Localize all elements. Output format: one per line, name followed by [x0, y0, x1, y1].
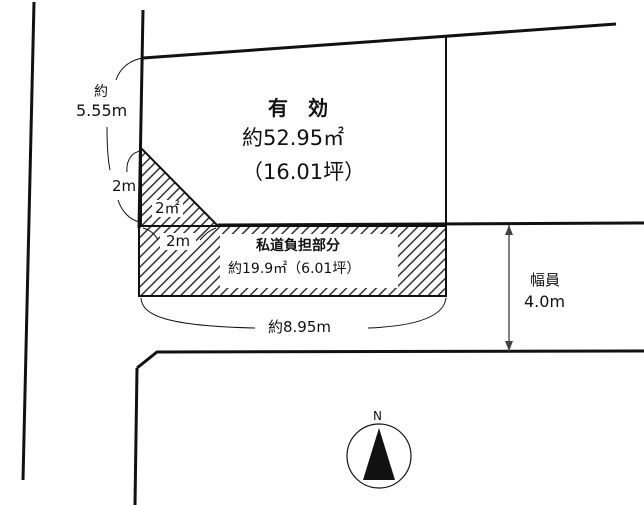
lot-title: 有 効 — [268, 96, 328, 120]
lot-tsubo: （16.01坪） — [242, 160, 366, 184]
arrowhead-top — [505, 225, 513, 235]
lot-area: 約52.95㎡ — [242, 126, 345, 150]
road-upper-edge — [217, 221, 644, 227]
road-width-value: 4.0m — [524, 292, 566, 311]
dim-arc-8-95-right — [367, 297, 447, 329]
dim-arc-2m-h-right — [199, 227, 217, 241]
dim-arc-2m-h-left — [142, 227, 159, 241]
north-arrow-icon — [363, 428, 395, 480]
lower-lot-left-edge — [133, 367, 139, 505]
compass-north-label: N — [373, 409, 382, 423]
dim-arc-2m-top — [126, 150, 142, 173]
private-road-area-label: 約19.9㎡（6.01坪） — [228, 261, 361, 277]
dim-arc-5-55-bottom — [106, 126, 111, 171]
private-road-label-box — [220, 234, 398, 288]
dim-arc-2m-bottom — [117, 199, 141, 223]
corner-cut-vertical-side: 2m — [110, 177, 139, 195]
left-side-prefix: 約 — [94, 84, 108, 100]
road-width-label: 幅員 — [530, 271, 561, 289]
left-road-edge — [21, 1, 36, 481]
dim-arc-5-55-top — [115, 57, 144, 81]
dim-arc-8-95-left — [140, 297, 256, 329]
corner-cut-horizontal-side: 2m — [160, 233, 197, 250]
lot-left-boundary — [137, 9, 145, 229]
private-road-title: 私道負担部分 — [256, 238, 340, 254]
north-compass — [346, 423, 412, 489]
left-side-length: 5.55m — [76, 101, 128, 120]
road-lower-edge — [136, 349, 644, 370]
lot-top-boundary — [142, 22, 617, 60]
corner-cut-area-label: 2㎡ — [152, 200, 183, 217]
arrowhead-bottom — [505, 341, 513, 351]
frontage-length: 約8.95m — [268, 318, 332, 336]
